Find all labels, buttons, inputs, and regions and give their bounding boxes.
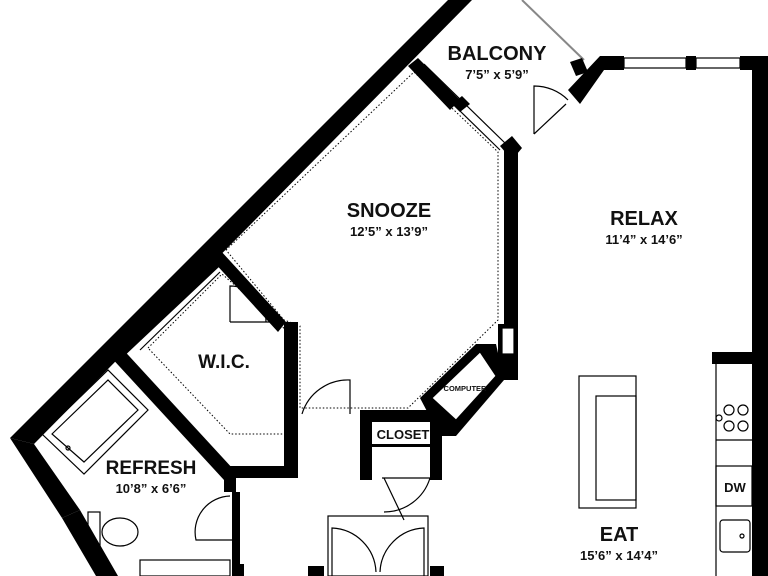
wall-hall-bottom-mid bbox=[308, 566, 324, 576]
eat-name: EAT bbox=[600, 524, 639, 546]
wall-refresh-east-stub bbox=[224, 478, 236, 492]
wall-closet-west bbox=[360, 410, 372, 480]
snooze-door-swing bbox=[301, 379, 351, 415]
wall-closet-rod bbox=[372, 444, 432, 447]
refresh-door-swing bbox=[194, 495, 232, 541]
exterior-wall-bottom-left bbox=[62, 510, 118, 576]
snooze-name: SNOOZE bbox=[347, 200, 431, 222]
exterior-wall-diagonal bbox=[10, 0, 472, 444]
wall-snooze-east-upper bbox=[504, 148, 518, 324]
relax-dims: 11’4” x 14’6” bbox=[605, 232, 682, 247]
wall-closet-east bbox=[430, 410, 442, 480]
wall-relax-top-mid bbox=[686, 56, 696, 70]
closet-label: CLOSET bbox=[377, 427, 430, 442]
wall-pillar-mid bbox=[452, 96, 470, 112]
computer-label: COMPUTER bbox=[444, 384, 488, 393]
wall-refresh-east bbox=[232, 492, 240, 576]
burner-icon bbox=[737, 420, 749, 432]
wall-hall-bottom-right bbox=[430, 566, 444, 576]
wic-door-swing bbox=[229, 285, 267, 323]
kitchen-sink bbox=[719, 519, 751, 553]
wall-balcony-stub bbox=[570, 58, 588, 76]
refresh-dims: 10’8” x 6’6” bbox=[116, 481, 187, 496]
wic-name: W.I.C. bbox=[198, 352, 250, 373]
refresh-name: REFRESH bbox=[106, 458, 197, 479]
vanity bbox=[139, 559, 231, 576]
dishwasher-label: DW bbox=[724, 480, 746, 495]
wall-closet-top bbox=[360, 410, 440, 422]
burner-icon bbox=[715, 414, 723, 422]
burner-icon bbox=[723, 404, 735, 416]
hall-door-swing-right bbox=[379, 527, 425, 576]
window-relax-2 bbox=[695, 57, 741, 69]
snooze-dims: 12’5” x 13’9” bbox=[350, 224, 428, 239]
balcony-dims: 7’5” x 5’9” bbox=[465, 67, 529, 82]
balcony-name: BALCONY bbox=[448, 43, 548, 65]
bathtub bbox=[41, 369, 149, 475]
wic-shelf-line bbox=[139, 271, 221, 351]
computer-nook-desk bbox=[431, 351, 497, 421]
wall-wic-south bbox=[224, 466, 298, 478]
bathtub-inner bbox=[51, 379, 139, 463]
snooze-inner-outline bbox=[225, 71, 499, 409]
bathtub-drain-icon bbox=[65, 445, 71, 451]
wall-wic-southwest bbox=[108, 344, 234, 480]
hall-door-frame bbox=[327, 515, 429, 576]
kitchen-counter-top bbox=[712, 352, 756, 364]
relax-name: RELAX bbox=[610, 208, 678, 230]
sink-drain-icon bbox=[739, 533, 745, 539]
wic-shelf-outline bbox=[147, 273, 287, 435]
pillar-notch bbox=[501, 327, 515, 355]
burner-icon bbox=[723, 420, 735, 432]
kitchen-island-sink bbox=[595, 395, 637, 501]
balcony-door-swing bbox=[533, 85, 569, 134]
toilet-tank bbox=[87, 511, 101, 553]
closet-door-leaf bbox=[383, 477, 405, 521]
exterior-wall-lower-left bbox=[10, 438, 80, 518]
eat-dims: 15’6” x 14’4” bbox=[580, 548, 658, 563]
closet-door-swing bbox=[382, 477, 431, 513]
wall-wic-northwest bbox=[108, 256, 220, 362]
window-relax-1 bbox=[623, 57, 687, 69]
balcony-door-leaf bbox=[533, 103, 567, 135]
wall-snooze-northwest bbox=[408, 58, 460, 110]
wall-wic-east bbox=[284, 322, 298, 472]
wall-relax-top-left bbox=[606, 56, 624, 70]
hall-door-swing-left bbox=[331, 527, 377, 576]
wall-relax-east bbox=[752, 56, 768, 576]
toilet-bowl bbox=[101, 517, 139, 547]
dishwasher bbox=[715, 465, 753, 507]
balcony-rail bbox=[521, 0, 585, 61]
burner-icon bbox=[737, 404, 749, 416]
